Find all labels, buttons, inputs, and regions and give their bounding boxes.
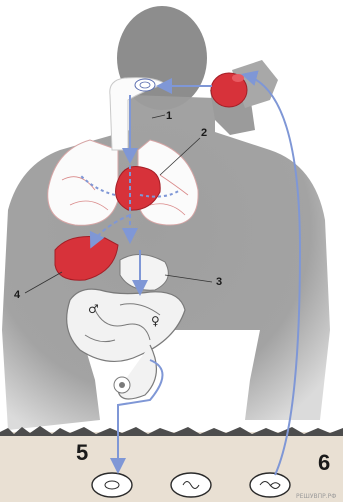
egg-mouth	[135, 79, 155, 91]
male-symbol: ♂	[88, 302, 99, 316]
soil	[0, 426, 343, 502]
female-symbol: ♀	[151, 314, 160, 328]
label-1: 1	[166, 110, 172, 122]
label-2: 2	[201, 127, 207, 139]
label-5: 5	[76, 440, 88, 465]
apple	[211, 73, 247, 107]
label-6: 6	[318, 450, 330, 475]
label-4: 4	[14, 289, 21, 301]
label-3: 3	[216, 276, 222, 288]
watermark: РЕШУВПР.РФ	[296, 493, 336, 500]
soil-egg-1	[92, 473, 132, 497]
soil-egg-2	[171, 473, 211, 497]
soil-egg-3	[250, 473, 290, 497]
